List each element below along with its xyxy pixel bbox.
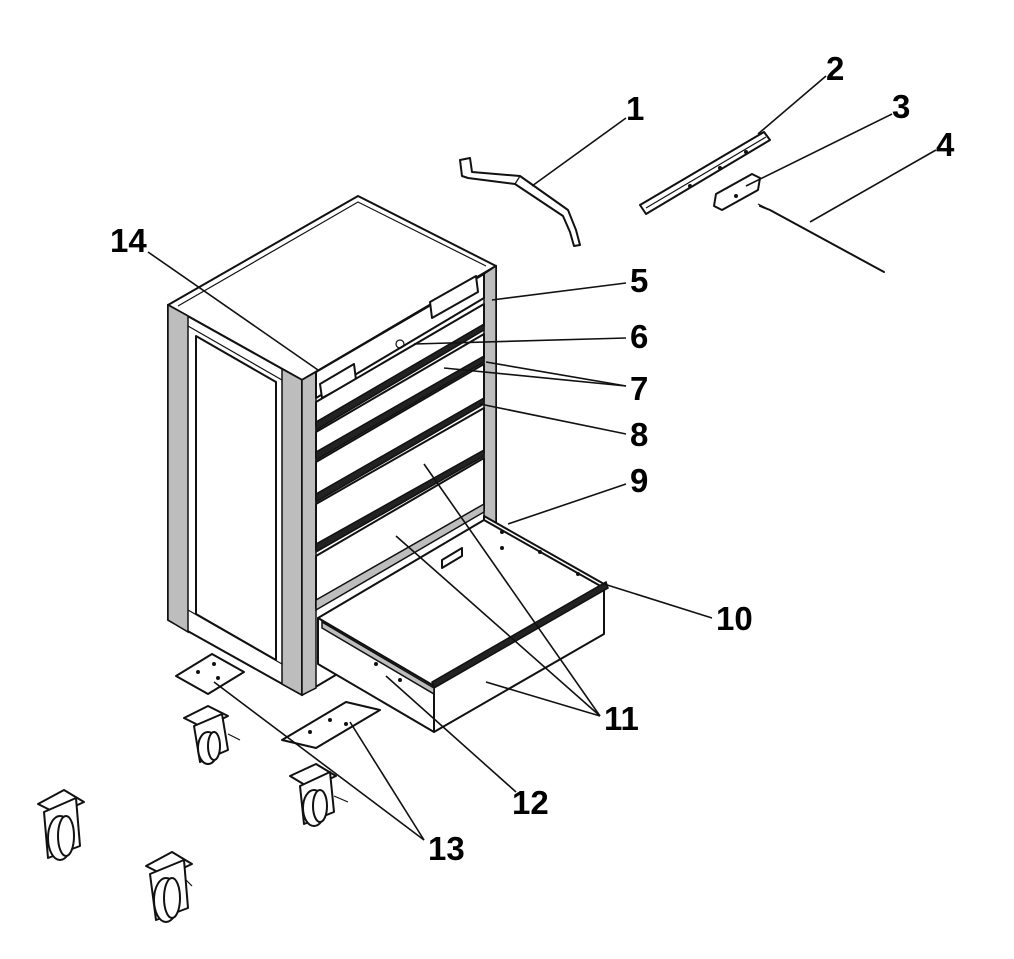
callout-14: 14 <box>110 222 147 259</box>
caster-2 <box>289 763 349 827</box>
callout-9: 9 <box>630 462 648 499</box>
callout-labels: 1 2 3 4 5 6 7 8 9 10 11 12 13 14 <box>110 50 955 867</box>
cabinet-body <box>167 195 497 697</box>
callout-6: 6 <box>630 318 648 355</box>
callout-1: 1 <box>626 90 644 127</box>
callout-7: 7 <box>630 370 648 407</box>
leader-lines <box>147 75 937 841</box>
caster-1 <box>183 705 241 765</box>
callout-4: 4 <box>936 126 955 163</box>
part-4-rod <box>757 203 885 273</box>
callout-2: 2 <box>826 50 844 87</box>
callout-10: 10 <box>716 600 753 637</box>
part-1-bracket <box>459 157 581 247</box>
callout-12: 12 <box>512 784 549 821</box>
callout-8: 8 <box>630 416 648 453</box>
caster-3 <box>37 789 85 861</box>
part-13-mount-plates <box>175 653 381 749</box>
part-3-plate <box>713 173 761 211</box>
callout-13: 13 <box>428 830 465 867</box>
open-drawer <box>317 515 609 733</box>
part-2-slide-rail <box>639 131 771 215</box>
callout-5: 5 <box>630 262 648 299</box>
caster-4 <box>145 851 193 923</box>
callout-11: 11 <box>604 700 639 737</box>
callout-3: 3 <box>892 88 910 125</box>
